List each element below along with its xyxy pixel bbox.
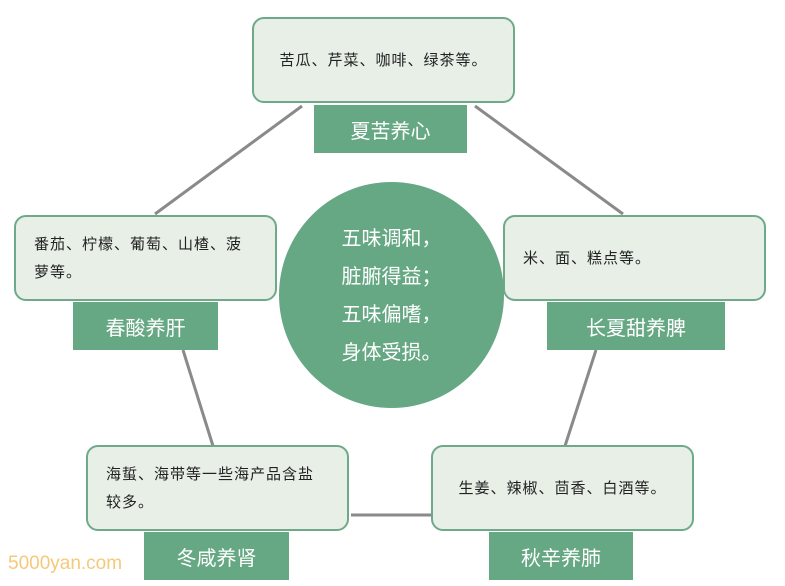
- connector-line: [181, 349, 215, 447]
- winter-foods-box: 海蜇、海带等一些海产品含盐较多。: [86, 445, 349, 531]
- winter-label: 冬咸养肾: [144, 532, 289, 580]
- winter-foods-text: 海蜇、海带等一些海产品含盐较多。: [106, 465, 315, 511]
- autumn-label: 秋辛养肺: [489, 532, 633, 580]
- autumn-foods-text: 生姜、辣椒、茴香、白酒等。: [458, 479, 667, 497]
- connector-line: [563, 349, 598, 447]
- center-line: 五味调和，: [341, 226, 442, 250]
- center-line: 脏腑得益；: [341, 264, 442, 288]
- summer-label: 夏苦养心: [314, 105, 467, 153]
- late-summer-foods-box: 米、面、糕点等。: [503, 215, 766, 301]
- summer-foods-box: 苦瓜、芹菜、咖啡、绿茶等。: [252, 17, 515, 103]
- late-summer-label: 长夏甜养脾: [547, 302, 725, 350]
- spring-foods-box: 番茄、柠檬、葡萄、山楂、菠萝等。: [14, 215, 277, 301]
- connector-line: [154, 104, 303, 216]
- center-line: 五味偏嗜，: [341, 302, 442, 326]
- late-summer-foods-text: 米、面、糕点等。: [523, 249, 652, 267]
- connector-line: [474, 104, 624, 216]
- watermark: 5000yan.com: [8, 553, 123, 574]
- spring-foods-text: 番茄、柠檬、葡萄、山楂、菠萝等。: [34, 235, 243, 281]
- center-line: 身体受损。: [341, 340, 442, 364]
- center-circle: 五味调和， 脏腑得益； 五味偏嗜， 身体受损。: [279, 182, 504, 408]
- spring-label: 春酸养肝: [73, 302, 218, 350]
- summer-foods-text: 苦瓜、芹菜、咖啡、绿茶等。: [279, 51, 488, 69]
- autumn-foods-box: 生姜、辣椒、茴香、白酒等。: [431, 445, 694, 531]
